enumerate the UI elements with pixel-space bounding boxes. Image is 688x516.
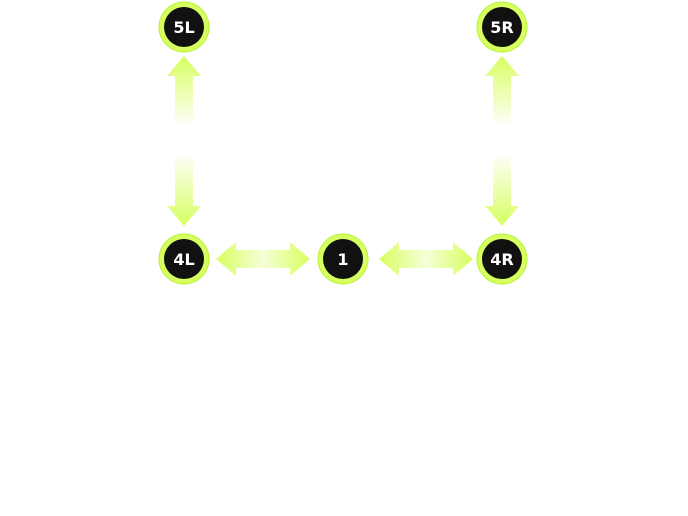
node-4R: 4R bbox=[476, 233, 528, 285]
node-5R: 5R bbox=[476, 1, 528, 53]
node-5L: 5L bbox=[158, 1, 210, 53]
arrow-up-left bbox=[167, 56, 201, 124]
arrow-up-right bbox=[485, 56, 519, 124]
node-5R-label: 5R bbox=[490, 18, 513, 37]
node-1: 1 bbox=[317, 233, 369, 285]
arrow-down-right bbox=[485, 156, 519, 226]
arrow-double-4L-1 bbox=[216, 242, 310, 276]
arrow-double-1-4R bbox=[379, 242, 473, 276]
node-4L-label: 4L bbox=[173, 250, 194, 269]
node-4L: 4L bbox=[158, 233, 210, 285]
arrow-down-left bbox=[167, 156, 201, 226]
node-1-label: 1 bbox=[337, 250, 348, 269]
node-4R-label: 4R bbox=[490, 250, 513, 269]
node-5L-label: 5L bbox=[173, 18, 194, 37]
